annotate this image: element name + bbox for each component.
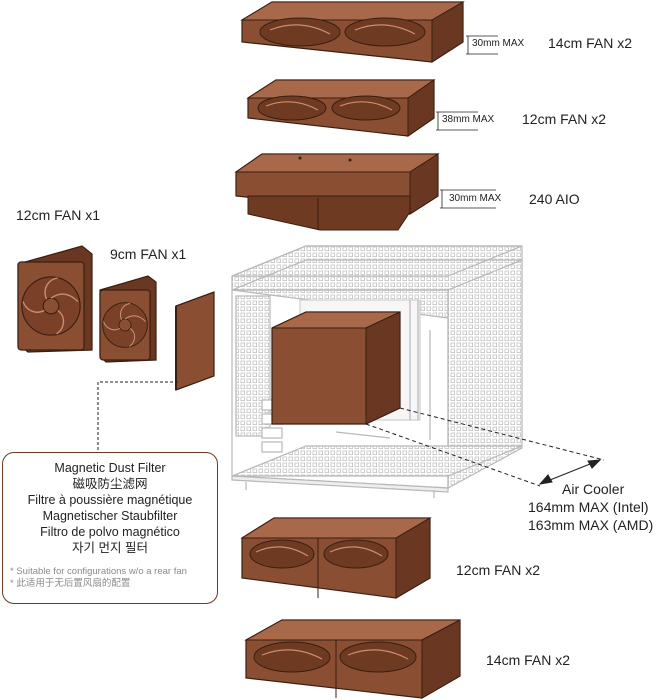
clearance-label-aio: 30mm MAX xyxy=(449,193,502,204)
filter-note-zh: * 此适用于无后置风扇的配置 xyxy=(10,578,131,589)
air-cooler-title: Air Cooler xyxy=(562,481,625,497)
aio-radiator xyxy=(234,153,440,231)
dust-filter-callout: Magnetic Dust Filter 磁吸防尘滤网 Filtre à pou… xyxy=(2,452,218,604)
label-bottom-14cm-fan: 14cm FAN x2 xyxy=(486,652,571,668)
side-9cm-fan xyxy=(99,275,157,363)
bottom-14cm-fans xyxy=(244,619,461,699)
air-cooler-amd: 163mm MAX (AMD) xyxy=(528,517,654,533)
filter-name-es: Filtro de polvo magnético xyxy=(40,525,180,539)
filter-note-en: * Suitable for configurations w/o a rear… xyxy=(10,566,187,577)
label-side-9cm-fan: 9cm FAN x1 xyxy=(110,246,187,262)
top-14cm-fans xyxy=(240,1,465,63)
label-top-14cm-fan: 14cm FAN x2 xyxy=(548,35,633,51)
clearance-label-14cm: 30mm MAX xyxy=(472,38,525,49)
label-aio: 240 AIO xyxy=(529,191,580,207)
filter-name-de: Magnetischer Staubfilter xyxy=(42,509,178,523)
filter-name-en: Magnetic Dust Filter xyxy=(54,461,166,475)
filter-leader-line xyxy=(97,381,178,452)
label-bottom-12cm-fan: 12cm FAN x2 xyxy=(456,562,541,578)
side-12cm-fan xyxy=(17,245,93,353)
clearance-bracket-12 xyxy=(436,111,478,131)
filter-name-zh: 磁吸防尘滤网 xyxy=(72,477,148,491)
filter-name-fr: Filtre à poussière magnétique xyxy=(27,493,193,507)
clearance-label-12cm: 38mm MAX xyxy=(442,114,495,125)
dust-filter-panel xyxy=(175,291,215,391)
clearance-bracket-aio xyxy=(440,189,496,209)
top-12cm-fans xyxy=(246,79,436,137)
label-side-12cm-fan: 12cm FAN x1 xyxy=(16,207,101,223)
air-cooler-dimension xyxy=(365,407,605,487)
label-top-12cm-fan: 12cm FAN x2 xyxy=(522,111,607,127)
bottom-12cm-fans xyxy=(240,517,432,599)
clearance-bracket-14 xyxy=(466,35,498,55)
filter-name-ko: 자기 먼지 필터 xyxy=(72,541,148,555)
air-cooler-block xyxy=(271,311,401,425)
air-cooler-intel: 164mm MAX (Intel) xyxy=(528,499,649,515)
